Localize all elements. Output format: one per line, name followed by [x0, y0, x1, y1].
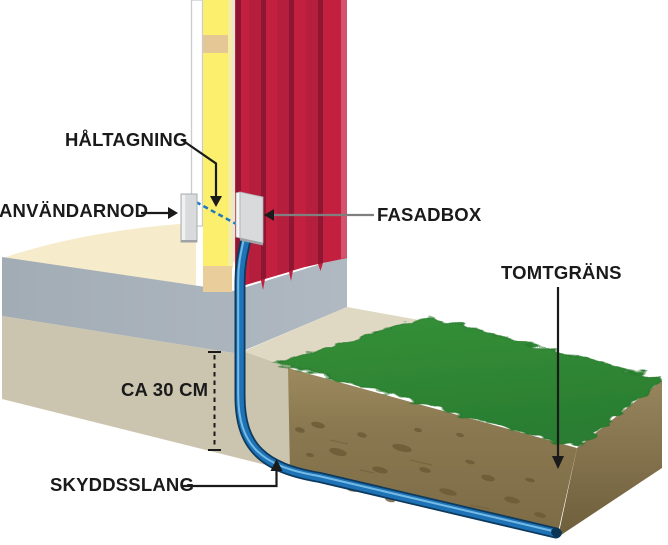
interior-floor: [3, 223, 196, 288]
conduit-end-cap: [551, 527, 562, 538]
label-tomtgrans: TOMTGRÄNS: [501, 262, 622, 283]
house-wall: [190, 0, 347, 298]
conduit: [234, 233, 562, 539]
foundation: [2, 256, 347, 353]
label-anvandarnod: ANVÄNDARNOD: [0, 200, 149, 221]
tomtgrans-arrow: [552, 287, 564, 469]
soil-block: [272, 315, 665, 537]
depth-measure-line: [208, 351, 221, 451]
stud-block-top: [203, 35, 228, 53]
haltagning-arrow: [181, 139, 222, 207]
insulation-outer-strip: [228, 0, 233, 268]
anvandarnod-arrow: [141, 207, 178, 219]
anvandarnod-box: [180, 193, 198, 243]
label-haltagning: HÅLTAGNING: [65, 129, 188, 150]
stud-block-bottom: [203, 266, 232, 292]
skyddsslang-arrow: [183, 459, 283, 488]
concrete-apron: [243, 307, 430, 370]
red-facade: [235, 0, 347, 298]
interior-wall-board: [190, 0, 204, 227]
label-depth-ca-30-cm: CA 30 CM: [121, 379, 209, 400]
label-skyddsslang: SKYDDSSLANG: [50, 474, 195, 495]
soil-right-face: [558, 380, 662, 537]
soil-cross-section-left: [2, 316, 290, 471]
label-fasadbox: FASADBOX: [377, 204, 482, 225]
fasadbox-arrow: [264, 209, 374, 221]
wall-sheathing-strip: [231, 0, 236, 262]
soil-front-face: [288, 368, 577, 537]
grass-surface: [272, 315, 665, 450]
fasadbox-box: [235, 191, 264, 246]
